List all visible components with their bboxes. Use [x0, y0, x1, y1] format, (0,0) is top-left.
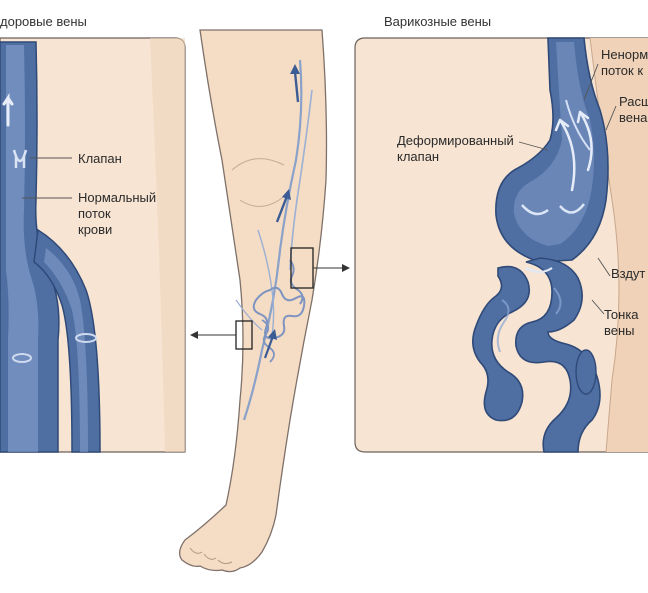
healthy-panel-title: дорoвые вены	[0, 14, 87, 29]
leg-flow-arrow-lower	[263, 335, 275, 359]
varicose-veins-panel	[354, 37, 648, 453]
healthy-flow-arrow	[2, 93, 14, 127]
label-thin-wall-1: Тонка	[604, 307, 639, 322]
healthy-valve	[12, 149, 28, 168]
label-normal-flow-2: поток	[78, 206, 111, 221]
label-valve: Клапан	[78, 151, 122, 166]
label-normal-flow-1: Нормальный	[78, 190, 157, 205]
leg-vein-main	[242, 59, 303, 421]
label-thin-wall-2: вены	[604, 323, 635, 338]
varicose-bulge	[575, 349, 597, 395]
leg-flow-arrow-upper	[293, 71, 300, 103]
label-dilated-vein-1: Расш	[619, 94, 648, 109]
label-bulge: Вздут	[611, 266, 646, 281]
healthy-veins-panel	[0, 37, 186, 453]
leg-illustration	[178, 29, 350, 573]
varicose-tortuous-vein	[515, 257, 601, 453]
label-abnormal-flow-2: поток к	[601, 63, 644, 78]
label-dilated-vein-2: вена	[619, 110, 648, 125]
label-abnormal-flow-1: Ненорм	[601, 47, 648, 62]
varicose-panel-title: Варикозные вены	[384, 14, 492, 29]
varicose-abnormal-flow-arrow	[554, 118, 576, 192]
leg-varicose-cluster	[252, 286, 306, 340]
label-deformed-valve-1: Деформированный	[397, 133, 514, 148]
varicose-deformed-valve	[521, 203, 585, 216]
label-normal-flow-3: крови	[78, 222, 113, 237]
label-deformed-valve-2: клапан	[397, 149, 440, 164]
varicose-side-loop	[472, 265, 531, 422]
leg-flow-arrow-middle	[275, 195, 289, 223]
